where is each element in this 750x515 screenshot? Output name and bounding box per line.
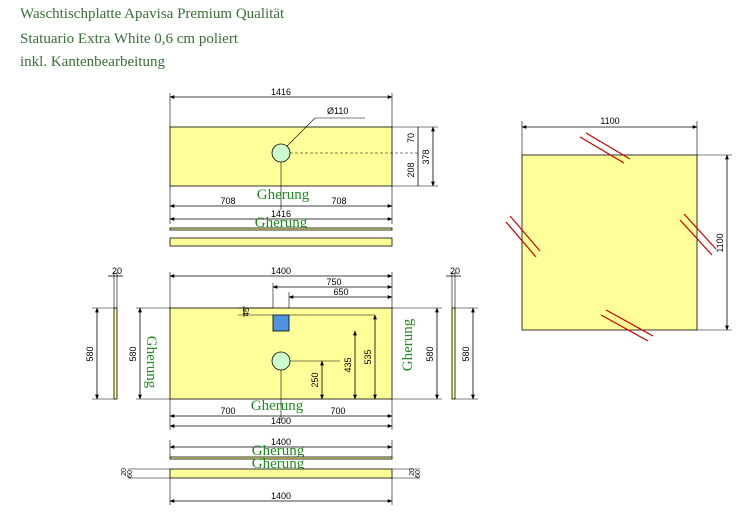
dim-right-20: 20 <box>409 468 416 476</box>
square-panel <box>521 154 698 331</box>
miter-marks <box>505 132 717 342</box>
top-edge-strip <box>169 227 393 231</box>
dim-580: 580 <box>425 346 435 361</box>
dim-top-half-left: 708 <box>220 196 235 206</box>
top-view: 1416 Ø110 70 208 378 708 708 Gherung 141… <box>169 87 438 247</box>
miter-mark <box>509 215 541 252</box>
dim-right-thickness: 20 <box>450 266 460 276</box>
gherung-label: Gherung <box>252 456 305 472</box>
faucet-cutout <box>272 314 290 332</box>
gherung-label: Gherung <box>143 336 159 389</box>
dim-left-60: 60 <box>127 470 134 478</box>
dim-535: 535 <box>363 349 373 364</box>
dim-580: 580 <box>128 346 138 361</box>
dim-left-thickness: 20 <box>112 266 122 276</box>
dim-208: 208 <box>406 162 416 177</box>
miter-mark <box>585 132 631 160</box>
bottom-view: 1400 Gherung Gherung 20 60 20 60 1400 <box>121 437 422 505</box>
dim-580: 580 <box>461 346 471 361</box>
gherung-label: Gherung <box>251 398 304 414</box>
dim-45: 45 <box>242 307 251 316</box>
miter-mark <box>605 309 654 337</box>
dim-70: 70 <box>406 133 416 143</box>
miter-mark <box>505 221 537 258</box>
dim-left-20: 20 <box>121 468 128 476</box>
miter-mark <box>679 219 713 256</box>
miter-mark <box>683 213 717 250</box>
dim-435: 435 <box>343 357 353 372</box>
front-view: 1400 750 650 45 250 435 535 20 580 <box>85 266 478 430</box>
dim-250: 250 <box>310 372 320 387</box>
gherung-label: Gherung <box>252 443 305 459</box>
drain-hole <box>271 143 291 163</box>
left-side-panel <box>113 307 118 400</box>
title-line-2: Statuario Extra White 0,6 cm poliert <box>20 31 238 47</box>
title-line-3: inkl. Kantenbearbeitung <box>20 54 165 70</box>
dim-top-width-bottom: 1416 <box>271 209 291 219</box>
leader-line <box>286 117 316 147</box>
hole-diameter-label: Ø110 <box>327 106 348 116</box>
dim-front-half-left: 700 <box>220 406 235 416</box>
dim-front-width: 1400 <box>271 266 291 276</box>
miter-mark <box>579 136 625 164</box>
dim-750: 750 <box>326 277 341 287</box>
top-edge-strip <box>169 237 393 247</box>
gherung-label: Gherung <box>400 318 416 371</box>
dim-panel-height: 1100 <box>715 233 725 252</box>
dim-top-half-right: 708 <box>331 196 346 206</box>
drain-hole <box>271 351 291 371</box>
dim-378: 378 <box>421 149 431 164</box>
bottom-slab-profile <box>169 468 393 479</box>
dim-top-width: 1416 <box>271 87 291 97</box>
dim-front-half-right: 700 <box>330 406 345 416</box>
square-panel-view: 1100 1100 <box>505 116 732 342</box>
dim-650: 650 <box>333 287 348 297</box>
dim-panel-width: 1100 <box>600 116 619 126</box>
title-line-1: Waschtischplatte Apavisa Premium Qualitä… <box>20 6 285 22</box>
dim-bottom-width-top: 1400 <box>271 437 291 447</box>
dim-580: 580 <box>85 346 95 361</box>
miter-mark <box>600 314 649 342</box>
dim-bottom-width: 1400 <box>271 491 291 501</box>
right-side-panel <box>451 307 456 400</box>
gherung-label: Gherung <box>257 187 310 203</box>
gherung-label: Gherung <box>255 215 308 231</box>
bottom-edge-strip <box>169 456 393 460</box>
dim-right-60: 60 <box>415 470 422 478</box>
dim-front-width-bottom: 1400 <box>271 416 291 426</box>
